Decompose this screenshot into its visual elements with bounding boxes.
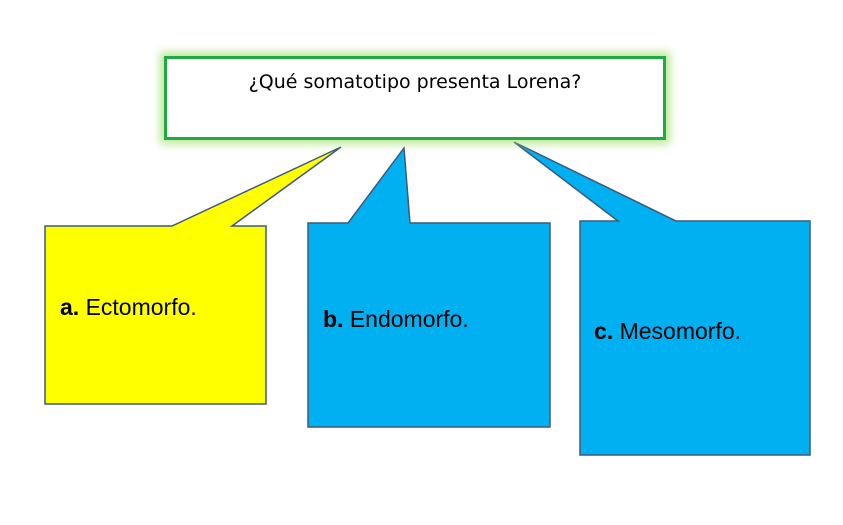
option-a-letter: a. <box>60 294 80 320</box>
callout-option-b[interactable] <box>307 145 551 428</box>
option-b-text: Endomorfo. <box>343 306 469 332</box>
question-text: ¿Qué somatotipo presenta Lorena? <box>248 71 582 93</box>
option-c-label[interactable]: c. Mesomorfo. <box>594 318 741 345</box>
option-b-label[interactable]: b. Endomorfo. <box>323 306 469 333</box>
option-a-text: Ectomorfo. <box>79 294 197 320</box>
question-box: ¿Qué somatotipo presenta Lorena? <box>164 56 666 140</box>
option-c-text: Mesomorfo. <box>613 318 742 344</box>
callout-option-c[interactable] <box>513 141 811 456</box>
option-b-letter: b. <box>323 306 344 332</box>
callout-option-a[interactable] <box>44 146 342 405</box>
option-a-label[interactable]: a. Ectomorfo. <box>60 294 197 321</box>
option-c-letter: c. <box>594 318 614 344</box>
